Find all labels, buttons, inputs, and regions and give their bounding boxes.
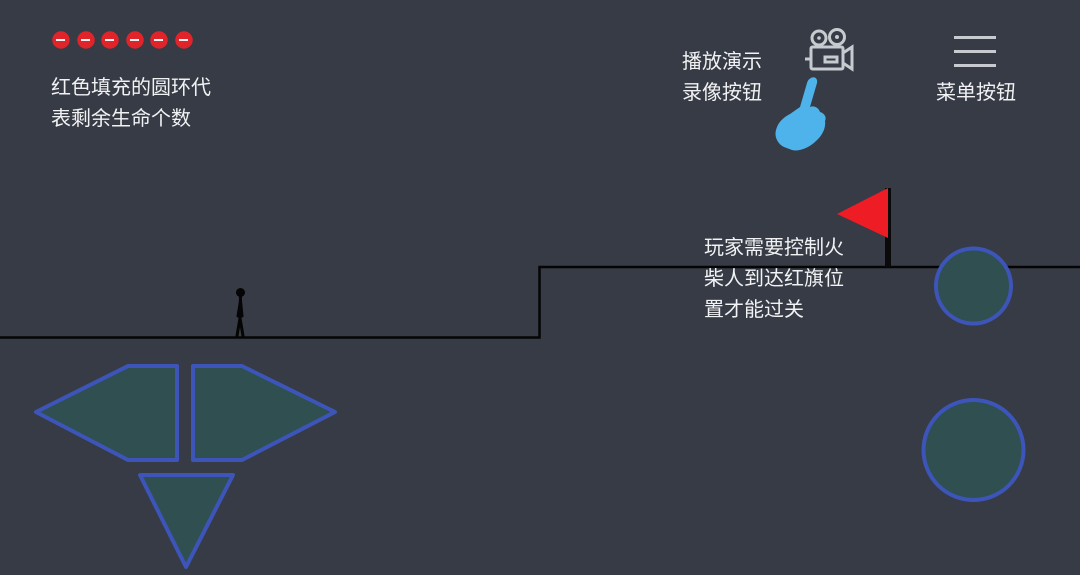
lives-note-line-1: 红色填充的圆环代 bbox=[51, 75, 211, 99]
lives-indicator bbox=[52, 31, 193, 49]
record-note-line-1: 播放演示 bbox=[682, 49, 762, 73]
goal-explanation-note: 玩家需要控制火 柴人到达红旗位 置才能过关 bbox=[704, 232, 844, 325]
goal-note-line-1: 玩家需要控制火 bbox=[704, 235, 844, 259]
goal-note-line-3: 置才能过关 bbox=[704, 297, 804, 321]
pointing-hand-icon bbox=[775, 77, 826, 151]
life-ring-icon bbox=[101, 31, 119, 49]
terrain-ground-line bbox=[0, 265, 1080, 339]
life-ring-icon bbox=[126, 31, 144, 49]
stickman-player-icon bbox=[235, 288, 245, 338]
lives-explanation-note: 红色填充的圆环代 表剩余生命个数 bbox=[51, 72, 211, 134]
life-ring-icon bbox=[150, 31, 169, 49]
move-left-button[interactable] bbox=[34, 364, 179, 462]
record-explanation-note: 播放演示 录像按钮 bbox=[682, 46, 762, 108]
action-button-lower[interactable] bbox=[921, 398, 1026, 502]
move-down-button[interactable] bbox=[138, 473, 235, 569]
tap-hint-hand bbox=[770, 74, 830, 156]
hamburger-menu-icon bbox=[954, 36, 996, 67]
replay-demo-button[interactable] bbox=[803, 28, 855, 74]
menu-note-line: 菜单按钮 bbox=[936, 80, 1016, 104]
goal-red-flag-icon bbox=[837, 188, 891, 267]
menu-explanation-note: 菜单按钮 bbox=[936, 77, 1016, 108]
video-camera-icon bbox=[805, 28, 854, 72]
life-ring-icon bbox=[52, 31, 70, 49]
move-right-button[interactable] bbox=[191, 364, 337, 462]
life-ring-icon bbox=[76, 31, 95, 49]
lives-note-line-2: 表剩余生命个数 bbox=[51, 106, 191, 130]
goal-note-line-2: 柴人到达红旗位 bbox=[704, 266, 844, 290]
record-note-line-2: 录像按钮 bbox=[682, 80, 762, 104]
menu-button[interactable] bbox=[952, 32, 998, 72]
life-ring-icon bbox=[175, 31, 193, 49]
action-button-upper[interactable] bbox=[934, 246, 1013, 326]
